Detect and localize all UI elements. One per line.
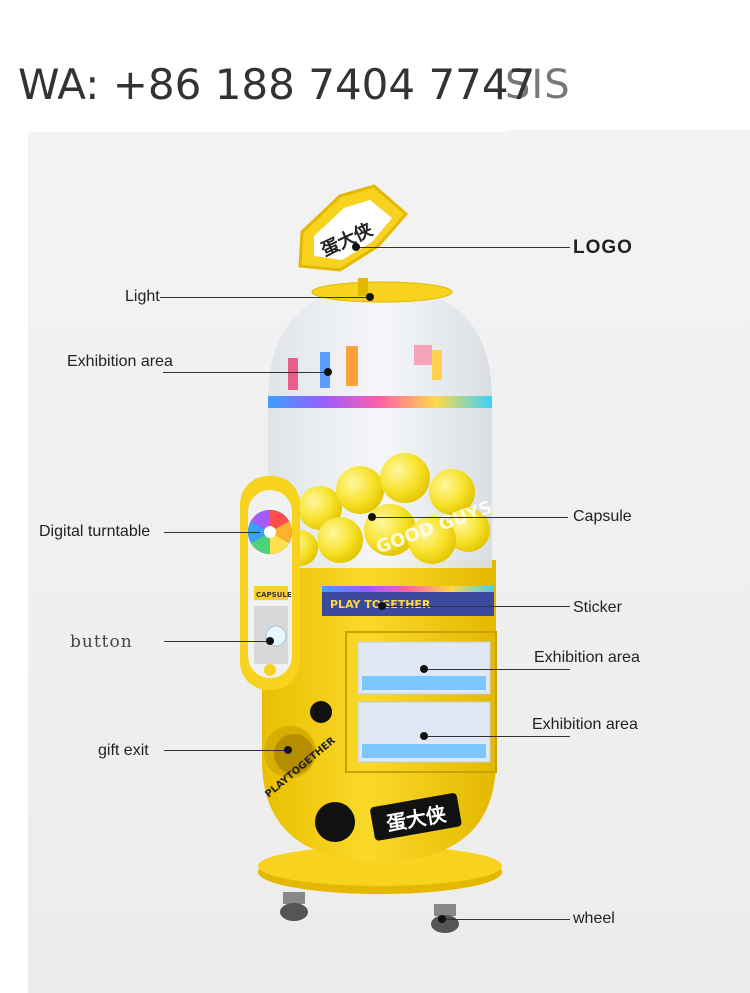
- callout-label-exhibition-low: Exhibition area: [532, 716, 638, 733]
- callout-line-capsule: [372, 517, 568, 518]
- callout-label-turntable: Digital turntable: [39, 523, 151, 540]
- heading-tail: SIS: [505, 62, 571, 108]
- callout-line-button: [164, 641, 270, 642]
- callout-label-capsule: Capsule: [573, 508, 632, 525]
- callout-dot-button: [266, 637, 274, 645]
- callout-line-exhibition-mid: [424, 669, 570, 670]
- callout-label-exhibition-mid: Exhibition area: [534, 649, 640, 666]
- body-dot-1: [310, 701, 332, 723]
- callout-line-sticker: [382, 606, 570, 607]
- callout-dot-exhibition-mid: [420, 665, 428, 673]
- callout-line-turntable: [164, 532, 260, 533]
- callout-label-gift-exit: gift exit: [98, 742, 149, 759]
- contact-overlay: WA: +86 188 7404 7747: [0, 42, 535, 132]
- logo-sign: 蛋大侠: [298, 184, 409, 296]
- base-logo-plate: 蛋大侠: [370, 793, 462, 841]
- callout-dot-light: [366, 293, 374, 301]
- callout-dot-wheel: [438, 915, 446, 923]
- capsule-window: [254, 586, 288, 600]
- callout-line-logo: [356, 247, 570, 248]
- callout-dot-gift-exit: [284, 746, 292, 754]
- capsule-window-label: CAPSULE: [256, 591, 292, 599]
- dome-top-light: [311, 281, 453, 303]
- callout-line-wheel: [442, 919, 570, 920]
- callout-label-exhibition-top: Exhibition area: [67, 353, 173, 370]
- callout-dot-exhibition-top: [324, 368, 332, 376]
- callout-label-logo: LOGO: [573, 237, 633, 258]
- callout-label-wheel: wheel: [573, 910, 615, 927]
- callout-line-exhibition-top: [163, 372, 329, 373]
- figurine-band: [268, 396, 492, 408]
- callout-dot-logo: [352, 243, 360, 251]
- callout-dot-capsule: [368, 513, 376, 521]
- callout-dot-sticker: [378, 602, 386, 610]
- callout-line-light: [160, 297, 370, 298]
- contact-text: WA: +86 188 7404 7747: [18, 60, 536, 109]
- turntable-wheel: [248, 510, 292, 554]
- callout-line-gift-exit: [164, 750, 288, 751]
- callout-label-button: button: [70, 632, 133, 652]
- callout-label-light: Light: [125, 288, 160, 305]
- callout-label-sticker: Sticker: [573, 599, 622, 616]
- callout-line-exhibition-low: [424, 736, 570, 737]
- wheel-left: [280, 892, 308, 921]
- callout-dot-exhibition-low: [420, 732, 428, 740]
- body-dot-2: [315, 802, 355, 842]
